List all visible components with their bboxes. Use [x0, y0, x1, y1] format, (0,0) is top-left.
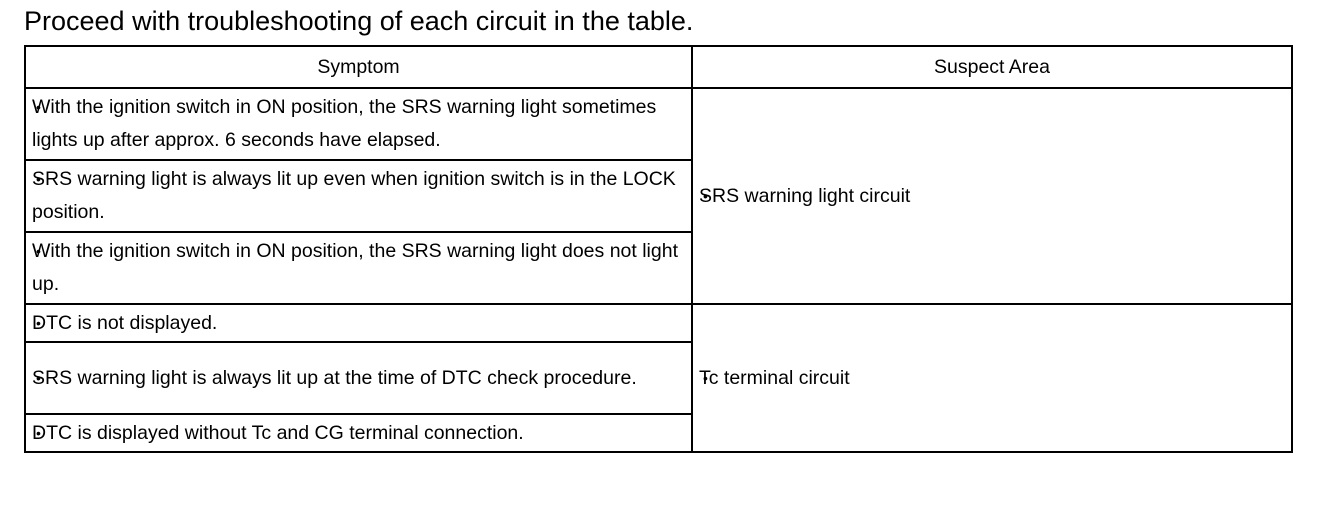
bullet-icon: • — [36, 424, 41, 441]
table-row: •SRS warning light is always lit up at t… — [24, 341, 1292, 415]
symptom-cell: •SRS warning light is always lit up at t… — [24, 341, 693, 415]
table-row: •With the ignition switch in ON position… — [24, 87, 1293, 305]
suspect-area-cell: •Tc terminal circuit — [691, 303, 1293, 453]
bullet-icon: • — [703, 187, 708, 204]
bullet-icon: • — [36, 99, 41, 115]
table-row: •DTC is not displayed. •Tc terminal circ… — [24, 303, 1293, 453]
suspect-area-text: SRS warning light circuit — [699, 184, 911, 207]
symptom-text: DTC is not displayed. — [32, 311, 218, 334]
symptom-cell: •With the ignition switch in ON position… — [24, 231, 693, 305]
bullet-icon: • — [36, 369, 41, 386]
symptom-cell: •SRS warning light is always lit up even… — [24, 159, 693, 233]
bullet-icon: • — [36, 171, 41, 187]
suspect-area-text: Tc terminal circuit — [699, 366, 850, 389]
symptom-cell: •With the ignition switch in ON position… — [24, 87, 693, 161]
table-header-row: Symptom Suspect Area — [24, 45, 1293, 89]
suspect-area-cell: •SRS warning light circuit — [691, 87, 1293, 305]
header-suspect-area: Suspect Area — [691, 45, 1293, 89]
table-row: •With the ignition switch in ON position… — [24, 231, 1292, 305]
table-row: •SRS warning light is always lit up even… — [24, 159, 1292, 233]
symptom-text: With the ignition switch in ON position,… — [32, 240, 678, 295]
bullet-icon: • — [703, 369, 708, 386]
symptom-text: SRS warning light is always lit up even … — [32, 168, 676, 223]
symptom-cell: •DTC is displayed without Tc and CG term… — [24, 413, 693, 453]
symptom-cell: •DTC is not displayed. — [24, 303, 693, 343]
symptom-text: SRS warning light is always lit up at th… — [32, 366, 637, 389]
troubleshooting-table: Symptom Suspect Area •With the ignition … — [24, 45, 1293, 453]
bullet-icon: • — [36, 243, 41, 259]
table-row: •DTC is displayed without Tc and CG term… — [24, 413, 1292, 453]
bullet-icon: • — [36, 314, 41, 331]
page-title: Proceed with troubleshooting of each cir… — [24, 6, 694, 36]
symptom-text: With the ignition switch in ON position,… — [32, 96, 657, 151]
header-symptom: Symptom — [24, 45, 693, 89]
symptom-text: DTC is displayed without Tc and CG termi… — [32, 421, 524, 444]
